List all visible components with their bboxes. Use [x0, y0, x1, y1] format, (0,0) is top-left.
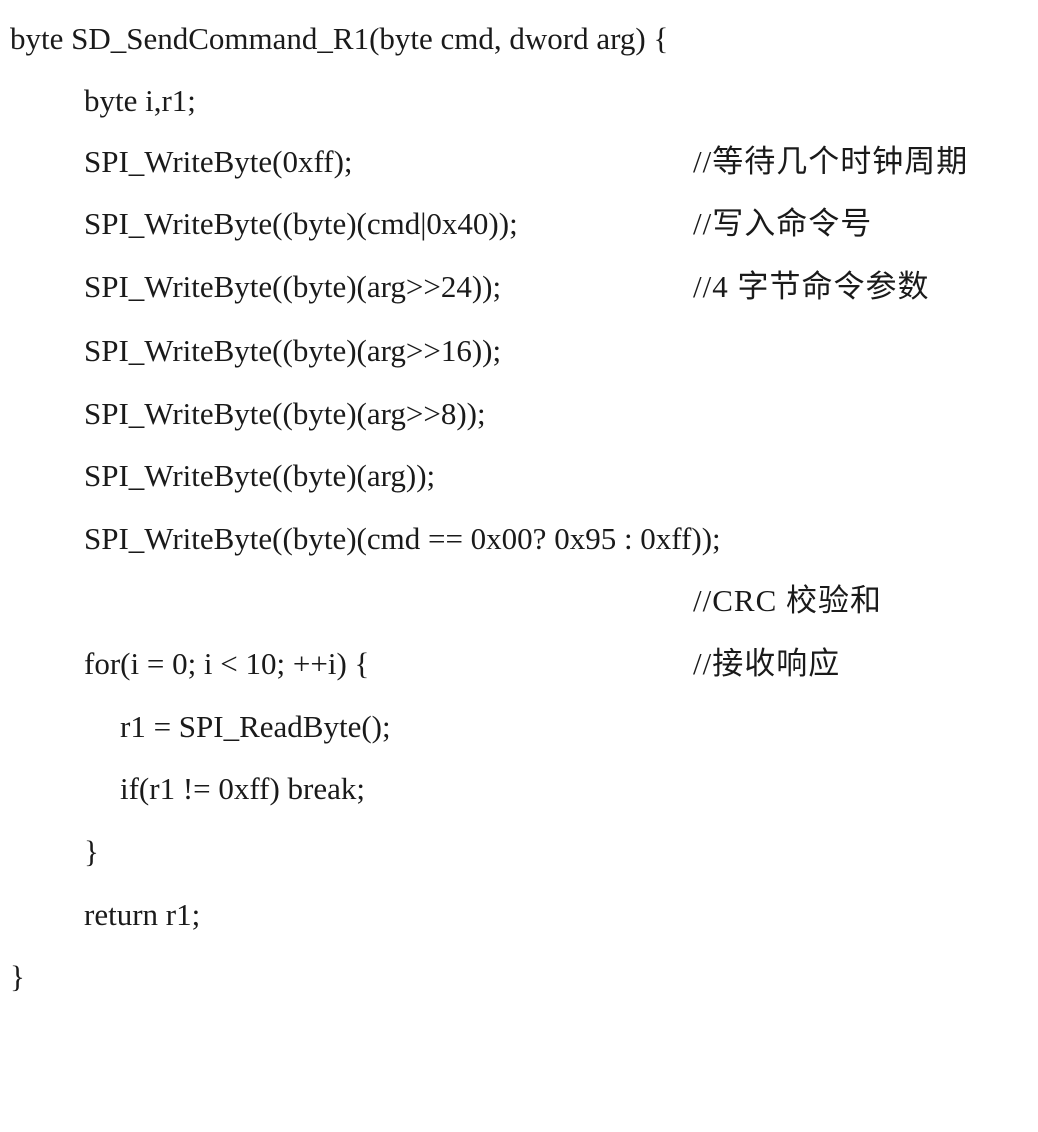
code-line-declaration: byte i,r1;	[0, 70, 1038, 132]
code-text: if(r1 != 0xff) break;	[120, 771, 366, 806]
code-line-comment-only: //CRC 校验和	[0, 570, 1038, 632]
code-comment: //写入命令号	[693, 206, 873, 241]
code-line-return: return r1;	[0, 884, 1038, 946]
code-comment: //接收响应	[693, 646, 841, 681]
code-text: SPI_WriteByte(0xff);	[84, 144, 353, 179]
code-line-closing-brace: }	[0, 946, 1038, 1008]
code-text: for(i = 0; i < 10; ++i) {	[84, 646, 370, 681]
code-line: SPI_WriteByte((byte)(cmd|0x40)); //写入命令号	[0, 193, 1038, 255]
code-comment: //等待几个时钟周期	[693, 144, 969, 179]
code-text: }	[10, 959, 25, 994]
code-text: SPI_WriteByte((byte)(arg>>24));	[84, 269, 502, 304]
code-comment: //CRC 校验和	[693, 583, 883, 618]
code-text: SPI_WriteByte((byte)(arg>>16));	[84, 333, 502, 368]
code-text: }	[84, 834, 99, 869]
code-text: SPI_WriteByte((byte)(arg>>8));	[84, 396, 486, 431]
code-text: SPI_WriteByte((byte)(cmd == 0x00? 0x95 :…	[84, 521, 721, 556]
code-text: SPI_WriteByte((byte)(cmd|0x40));	[84, 206, 518, 241]
code-line: SPI_WriteByte((byte)(arg));	[0, 445, 1038, 507]
code-text: return r1;	[84, 897, 201, 932]
code-line: SPI_WriteByte(0xff); //等待几个时钟周期	[0, 131, 1038, 193]
code-line: SPI_WriteByte((byte)(arg>>8));	[0, 383, 1038, 445]
code-text: r1 = SPI_ReadByte();	[120, 709, 391, 744]
code-text: byte SD_SendCommand_R1(byte cmd, dword a…	[10, 21, 669, 56]
code-line-for-loop: for(i = 0; i < 10; ++i) { //接收响应	[0, 633, 1038, 695]
code-line: SPI_WriteByte((byte)(cmd == 0x00? 0x95 :…	[0, 508, 1038, 570]
code-line-closing-brace: }	[0, 821, 1038, 883]
code-listing: byte SD_SendCommand_R1(byte cmd, dword a…	[0, 8, 1038, 1008]
code-line: if(r1 != 0xff) break;	[0, 758, 1038, 820]
code-text: byte i,r1;	[84, 83, 196, 118]
code-text: SPI_WriteByte((byte)(arg));	[84, 458, 436, 493]
code-line: r1 = SPI_ReadByte();	[0, 696, 1038, 758]
code-line: SPI_WriteByte((byte)(arg>>24)); //4 字节命令…	[0, 256, 1038, 318]
code-line-function-signature: byte SD_SendCommand_R1(byte cmd, dword a…	[0, 8, 1038, 70]
code-comment: //4 字节命令参数	[693, 269, 930, 304]
code-line: SPI_WriteByte((byte)(arg>>16));	[0, 320, 1038, 382]
